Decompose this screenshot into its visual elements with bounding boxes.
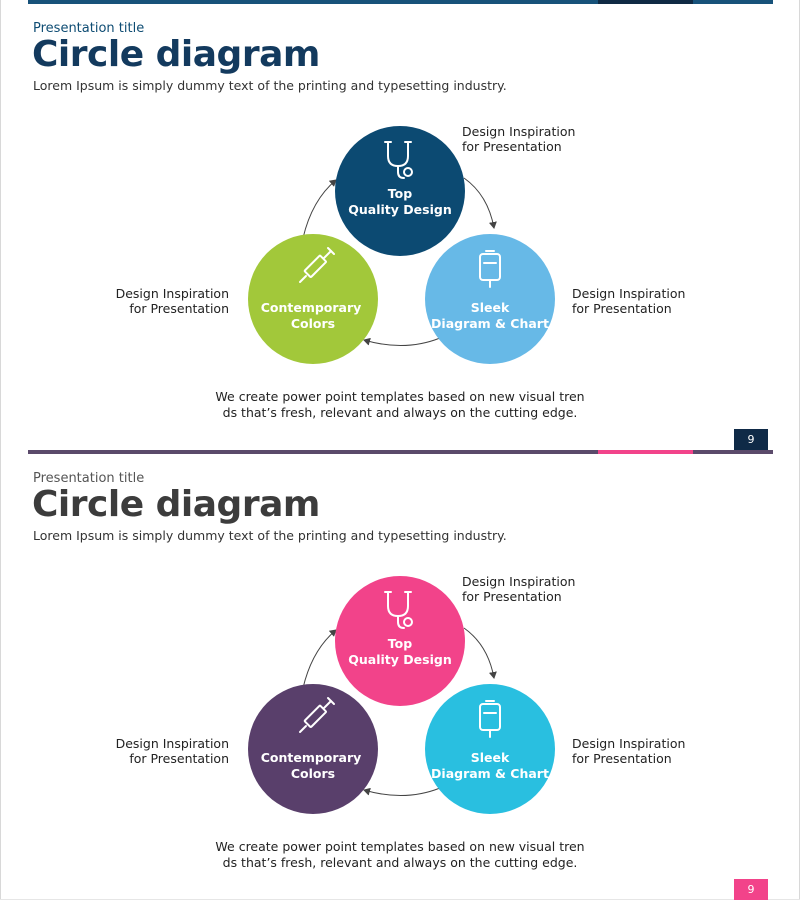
footer-text: We create power point templates based on…	[215, 839, 585, 870]
circle-label-line1: Top	[388, 186, 412, 201]
cycle-arrow	[463, 177, 497, 229]
annotation-top: Design Inspiration for Presentation	[462, 124, 576, 154]
circle-label-line2: Colors	[291, 766, 335, 781]
circle-node-top: Top Quality Design	[335, 126, 465, 256]
circle-node-right: Sleek Diagram & Chart	[425, 234, 555, 364]
circle-diagram: Top Quality Design Contemporary Colors	[248, 126, 555, 364]
accent-bar-main	[693, 450, 773, 454]
circle-node-left: Contemporary Colors	[248, 684, 378, 814]
accent-bar-main	[28, 0, 598, 4]
syringe-icon	[299, 247, 335, 283]
slide-border	[0, 450, 1, 900]
circle-label-line1: Contemporary	[261, 750, 362, 765]
circle-label-line2: Colors	[291, 316, 335, 331]
annotation-left: Design Inspiration for Presentation	[115, 286, 229, 316]
slide-title: Circle diagram	[32, 34, 320, 75]
slide-border	[0, 0, 1, 450]
circle-node-left: Contemporary Colors	[248, 234, 378, 364]
page-number: 9	[734, 429, 768, 450]
annotation-left: Design Inspiration for Presentation	[115, 736, 229, 766]
cycle-arrow	[363, 787, 441, 797]
circle-label-line2: Diagram & Chart	[431, 766, 549, 781]
cycle-arrow	[463, 627, 497, 679]
circle-label-line1: Contemporary	[261, 300, 362, 315]
accent-bar-main	[693, 0, 773, 4]
slide-subtitle: Lorem Ipsum is simply dummy text of the …	[33, 528, 507, 543]
cycle-arrow	[302, 179, 337, 239]
top-accent-bar	[28, 0, 773, 4]
circle-diagram: Top Quality Design Contemporary Colors S	[248, 576, 555, 814]
circle-node-top: Top Quality Design	[335, 576, 465, 706]
accent-bar-main	[28, 450, 598, 454]
accent-bar-highlight	[598, 0, 693, 4]
stethoscope-icon	[384, 591, 413, 629]
page-number: 9	[734, 879, 768, 900]
stethoscope-icon	[384, 141, 413, 179]
circle-label-line1: Sleek	[471, 300, 510, 315]
circle-label-line1: Sleek	[471, 750, 510, 765]
presentation-title: Presentation title	[33, 471, 145, 486]
circle-label-line2: Quality Design	[348, 652, 451, 667]
circle-label-line1: Top	[388, 636, 412, 651]
circle-node-right: Sleek Diagram & Chart	[425, 684, 555, 814]
top-accent-bar	[28, 450, 773, 454]
syringe-icon	[299, 697, 335, 733]
annotation-top: Design Inspiration for Presentation	[462, 574, 576, 604]
slide: Presentation title Circle diagram Lorem …	[0, 450, 800, 900]
iv-bag-icon	[479, 700, 501, 738]
annotation-right: Design Inspiration for Presentation	[572, 736, 686, 766]
slide-title: Circle diagram	[32, 484, 320, 525]
annotation-right: Design Inspiration for Presentation	[572, 286, 686, 316]
cycle-arrow	[302, 629, 337, 689]
slide: Presentation title Circle diagram Lorem …	[0, 0, 800, 450]
accent-bar-highlight	[598, 450, 693, 454]
presentation-title: Presentation title	[33, 21, 145, 36]
circle-label-line2: Quality Design	[348, 202, 451, 217]
slide-subtitle: Lorem Ipsum is simply dummy text of the …	[33, 78, 507, 93]
footer-text: We create power point templates based on…	[215, 389, 585, 420]
iv-bag-icon	[479, 250, 501, 288]
cycle-arrow	[363, 337, 441, 347]
circle-label-line2: Diagram & Chart	[431, 316, 549, 331]
